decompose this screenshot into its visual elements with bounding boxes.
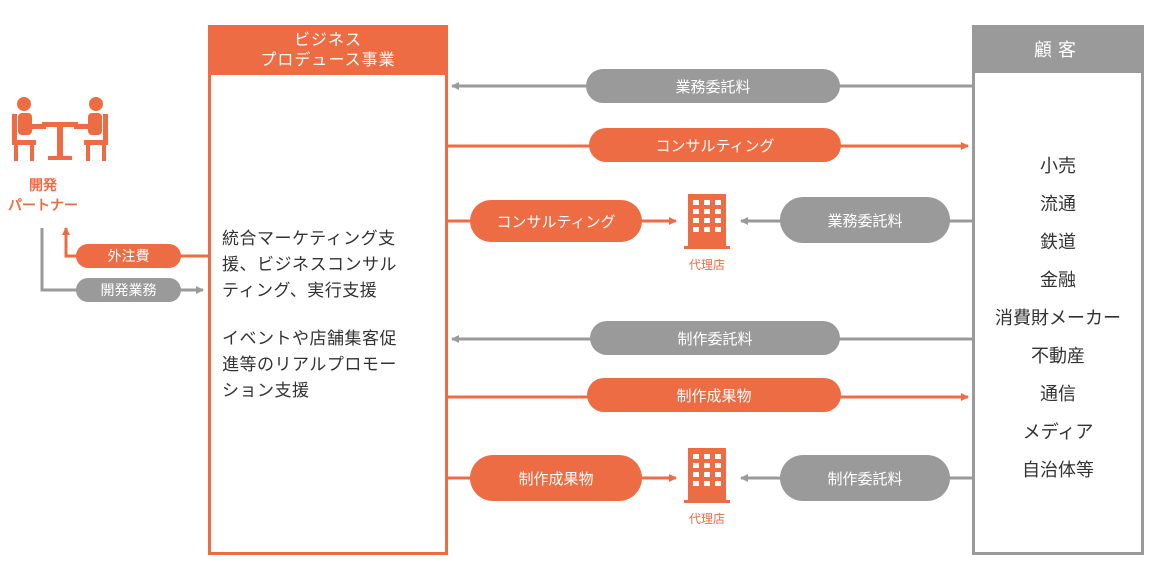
- partner-label-line1: 開発: [29, 178, 57, 194]
- desc1-line2: 援、ビジネスコンサル: [222, 255, 397, 275]
- customer-item-retail: 小売: [1040, 156, 1076, 177]
- business-produce-box: [208, 25, 448, 555]
- customer-item-real-estate: 不動産: [1031, 346, 1085, 367]
- building-icon: [684, 194, 730, 249]
- partner-label: 開発 パートナー: [0, 176, 86, 216]
- outsourcing-fee-pill: 外注費: [76, 244, 181, 268]
- consulting-pill: コンサルティング: [589, 128, 841, 162]
- desc2-line1: イベントや店舗集客促: [222, 329, 397, 349]
- customer-item-finance: 金融: [1040, 270, 1076, 291]
- customer-item-railway: 鉄道: [1040, 232, 1076, 253]
- customer-header: 顧客: [972, 25, 1144, 73]
- business-description-marketing: 統合マーケティング支 援、ビジネスコンサル ティング、実行支援: [222, 226, 440, 304]
- deliverables-agency-pill: 制作成果物: [470, 455, 642, 501]
- production-fee-pill: 制作委託料: [590, 321, 840, 355]
- production-fee-agency-pill: 制作委託料: [780, 455, 950, 501]
- agency-bottom: [684, 446, 730, 508]
- dev-work-pill: 開発業務: [76, 278, 181, 302]
- agency-label-top: 代理店: [688, 258, 725, 272]
- business-produce-header: ビジネス プロデュース事業: [208, 25, 448, 75]
- desc1-line1: 統合マーケティング支: [222, 229, 396, 249]
- partner-label-line2: パートナー: [8, 198, 78, 214]
- customer-item-consumer-goods: 消費財メーカー: [995, 308, 1121, 329]
- business-fee-agency-pill: 業務委託料: [780, 197, 950, 243]
- customer-item-government: 自治体等: [1022, 460, 1094, 481]
- business-fee-pill: 業務委託料: [586, 69, 840, 103]
- desc2-line3: ション支援: [222, 381, 310, 401]
- customer-item-distribution: 流通: [1040, 194, 1076, 215]
- building-icon: [684, 448, 730, 503]
- agency-top: [684, 192, 730, 254]
- consulting-agency-pill: コンサルティング: [470, 200, 642, 242]
- customer-item-telecom: 通信: [1040, 384, 1076, 405]
- customer-item-media: メディア: [1022, 422, 1094, 443]
- business-description-promotion: イベントや店舗集客促 進等のリアルプロモー ション支援: [222, 326, 440, 404]
- business-title-line1: ビジネス: [293, 30, 362, 49]
- deliverables-pill: 制作成果物: [587, 378, 841, 412]
- desc1-line3: ティング、実行支援: [222, 281, 378, 301]
- business-title-line2: プロデュース事業: [260, 50, 396, 69]
- customer-list: 小売 流通 鉄道 金融 消費財メーカー 不動産 通信 メディア 自治体等: [972, 148, 1144, 490]
- meeting-people-icon: [12, 97, 108, 161]
- agency-label-bottom: 代理店: [688, 512, 725, 526]
- desc2-line2: 進等のリアルプロモー: [222, 355, 397, 375]
- partner-icon-wrap: [8, 96, 112, 172]
